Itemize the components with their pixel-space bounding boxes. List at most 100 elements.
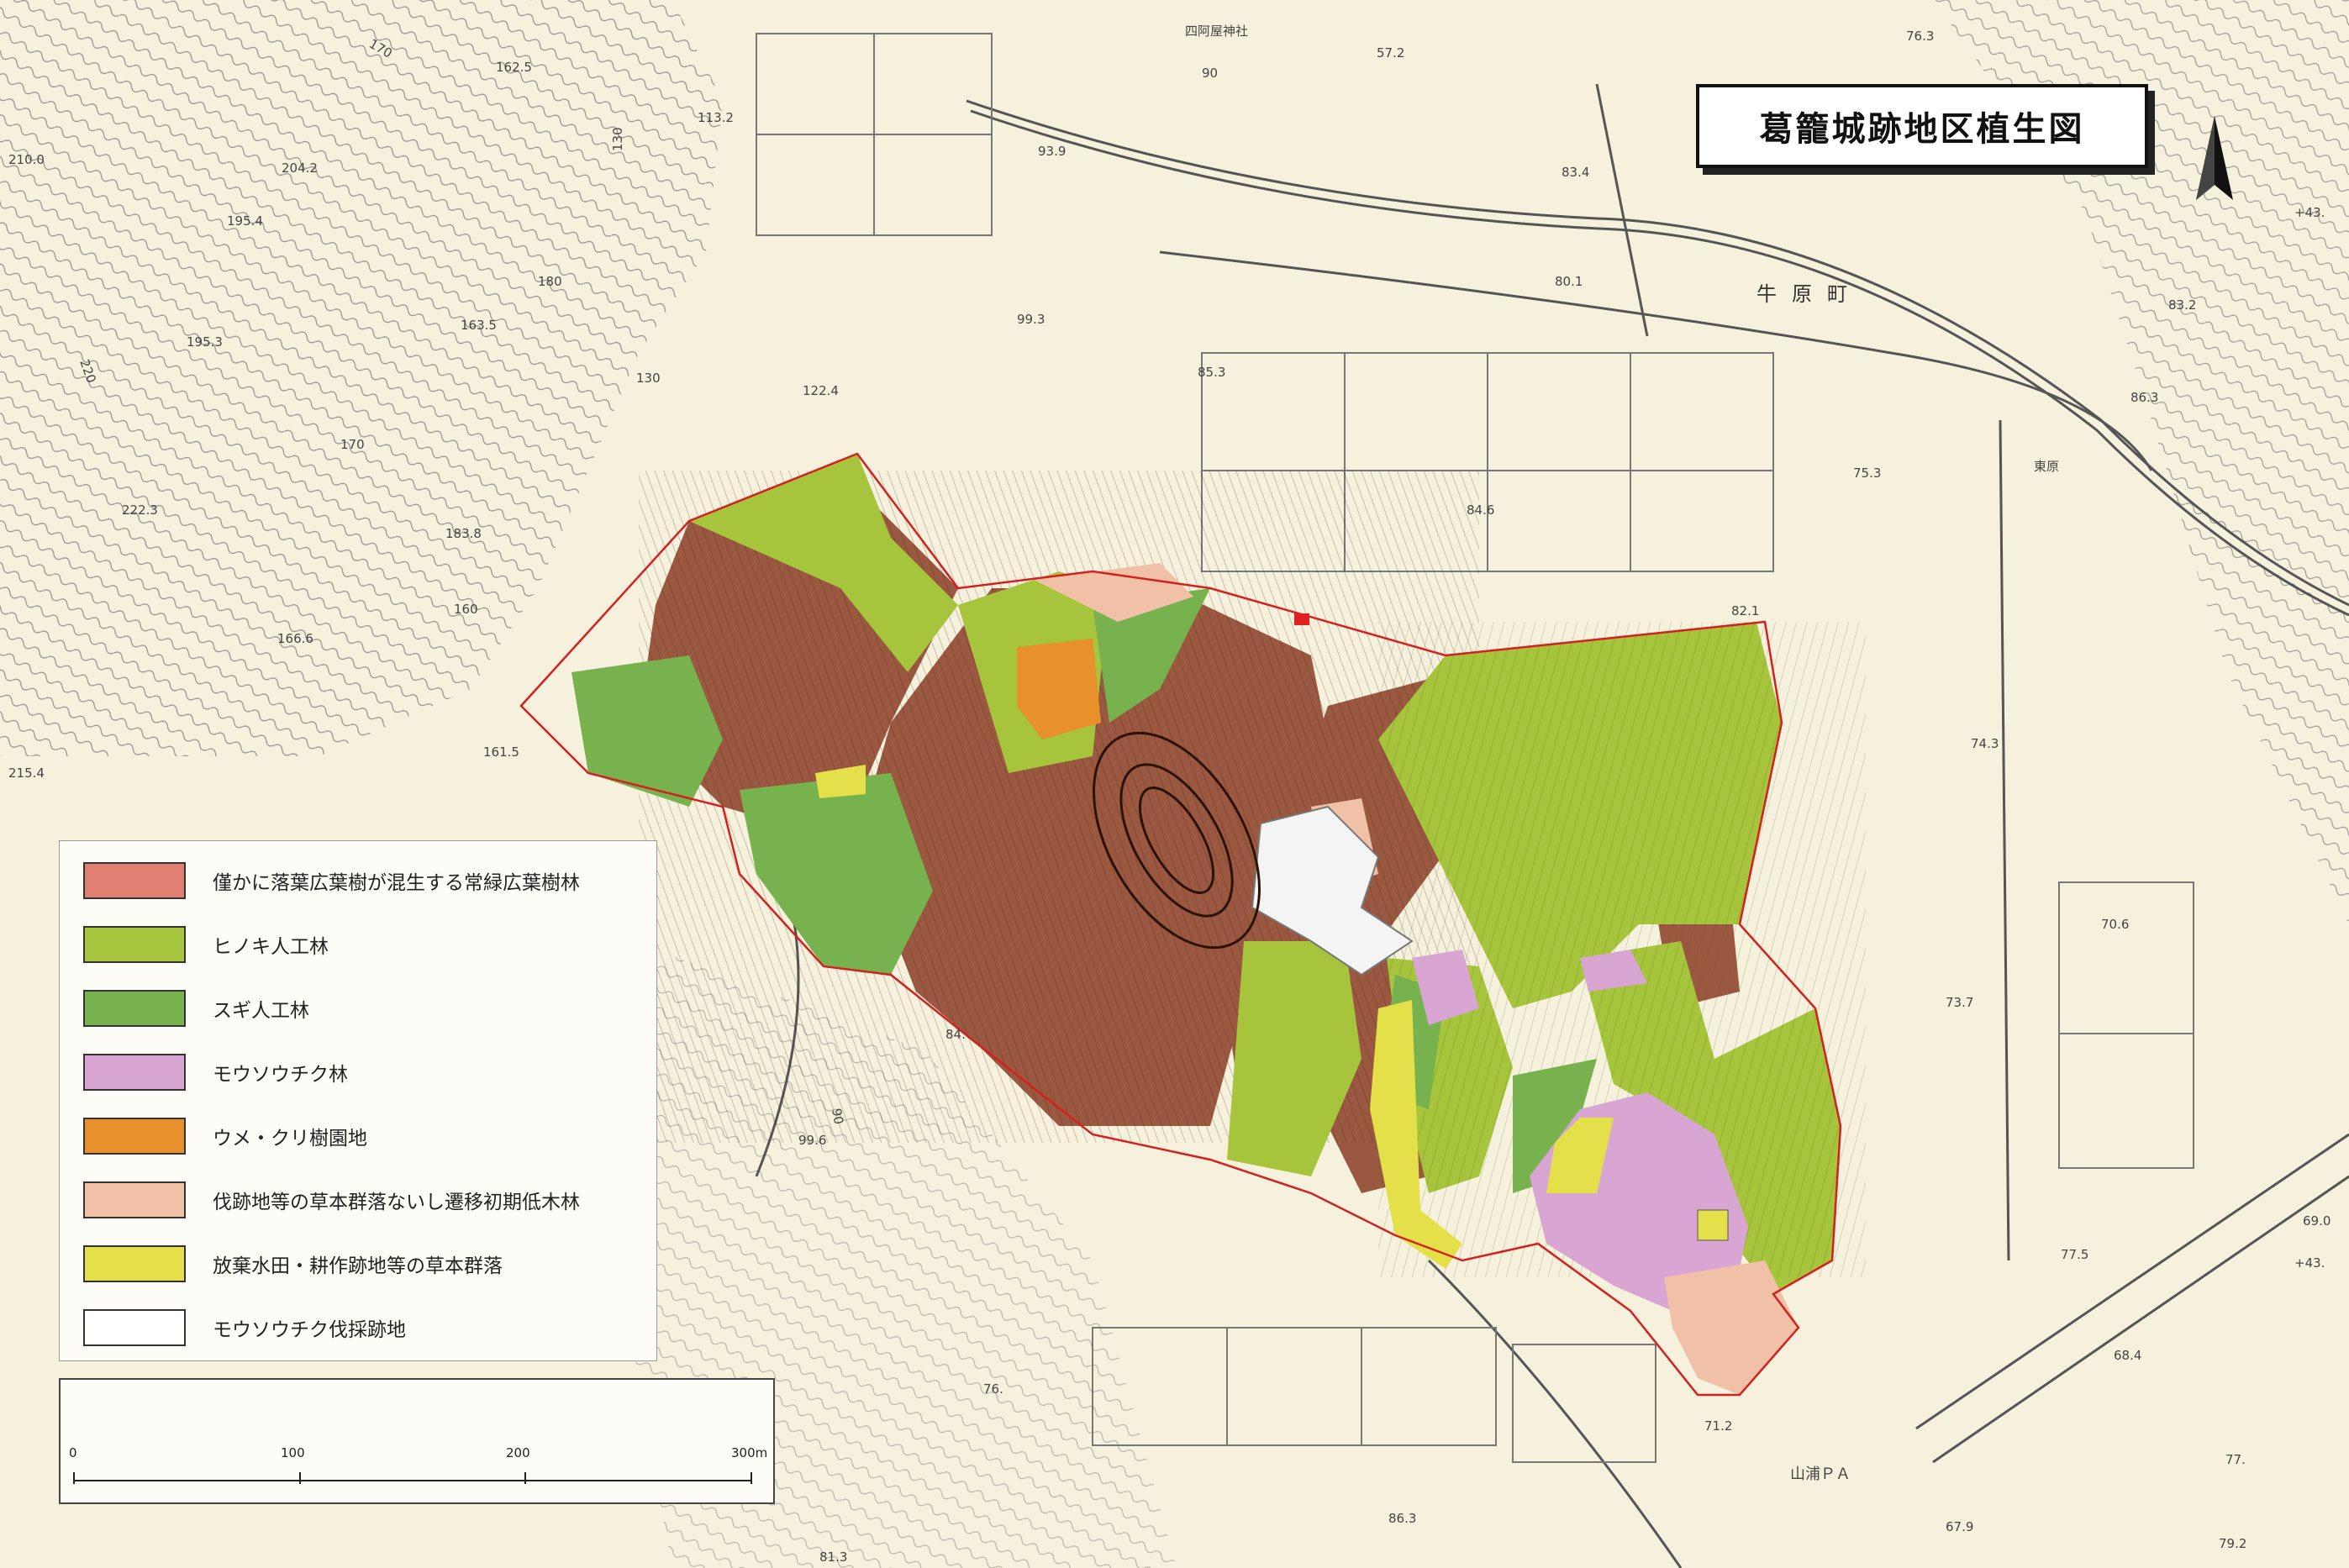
label-area: 東原 bbox=[2034, 459, 2059, 474]
map-labels: 四阿屋神社 牛原町 山浦ＰＡ 東原 210.0 204.2 195.4 162.… bbox=[8, 24, 2331, 1565]
scale-ruler bbox=[73, 1472, 752, 1484]
elev-36: 99.6 bbox=[798, 1133, 826, 1148]
legend-label: モウソウチク伐採跡地 bbox=[213, 1319, 406, 1341]
elev-23: 74.3 bbox=[1971, 736, 1999, 751]
elev-11: 85.3 bbox=[1198, 365, 1225, 380]
zone-bamboo-small bbox=[1412, 950, 1479, 1025]
legend-item-bamboo: モウソウチク林 bbox=[83, 1051, 348, 1093]
label-parking: 山浦ＰＡ bbox=[1790, 1465, 1851, 1483]
elev-16: 183.8 bbox=[445, 526, 482, 541]
legend-item-sugi: スギ人工林 bbox=[83, 987, 309, 1029]
elev-2: 195.4 bbox=[227, 213, 263, 229]
map-title: 葛籠城跡地区植生図 bbox=[1759, 110, 2085, 149]
elev-18: 161.5 bbox=[483, 745, 519, 760]
elev-14: 195.3 bbox=[187, 334, 223, 350]
mountain-contours-east bbox=[1933, 0, 2349, 924]
scale-label-100: 100 bbox=[281, 1445, 305, 1460]
zone-sugi-north bbox=[1093, 588, 1210, 723]
legend-label: ヒノキ人工林 bbox=[213, 936, 329, 958]
elev-38: 83.2 bbox=[2168, 297, 2196, 313]
survey-boundary bbox=[519, 452, 1842, 1397]
legend-label: 放棄水田・耕作跡地等の草本群落 bbox=[213, 1255, 503, 1277]
scale-label-300: 300m bbox=[731, 1445, 768, 1460]
elev-21: 82.1 bbox=[1731, 603, 1759, 618]
elev-4: 113.2 bbox=[698, 110, 734, 125]
legend-swatch bbox=[83, 862, 186, 899]
elev-30: 67.9 bbox=[1946, 1519, 1973, 1534]
zone-sugi-sw bbox=[740, 773, 933, 975]
contour-5: 160 bbox=[454, 602, 478, 617]
legend-swatch bbox=[83, 990, 186, 1027]
zone-fallow-strip bbox=[1370, 1000, 1462, 1269]
castle-ring-contours bbox=[1093, 731, 1261, 950]
legend-swatch bbox=[83, 1309, 186, 1346]
contour-8: 90 bbox=[829, 1108, 846, 1126]
legend-label: 僅かに落葉広葉樹が混生する常緑広葉樹林 bbox=[213, 872, 580, 894]
legend-item-hinoki: ヒノキ人工林 bbox=[83, 923, 329, 966]
elev-34: 81.3 bbox=[819, 1550, 847, 1565]
legend-item-evergreen: 僅かに落葉広葉樹が混生する常緑広葉樹林 bbox=[83, 860, 580, 902]
contour-10: +43. bbox=[2294, 1255, 2325, 1271]
legend-label: ウメ・クリ樹園地 bbox=[213, 1128, 367, 1150]
elev-7: 76.3 bbox=[1906, 29, 1934, 44]
zone-sugi-south bbox=[1513, 1059, 1597, 1193]
zone-hinoki-nw bbox=[689, 454, 958, 672]
scale-label-200: 200 bbox=[506, 1445, 530, 1460]
zone-hinoki-center bbox=[1227, 941, 1361, 1176]
contour-4: 130 bbox=[610, 127, 625, 151]
legend-swatch bbox=[83, 1054, 186, 1091]
zone-fallow-small bbox=[815, 765, 866, 798]
elev-39: 86.3 bbox=[2130, 390, 2158, 405]
elev-20: 84.6 bbox=[1467, 502, 1494, 518]
elev-5: 93.9 bbox=[1038, 144, 1066, 159]
legend-label: 伐跡地等の草本群落ないし遷移初期低木林 bbox=[213, 1192, 580, 1213]
contour-1: 130 bbox=[636, 371, 661, 386]
zone-fallow-square bbox=[1697, 1209, 1729, 1241]
elev-28: 68.4 bbox=[2114, 1348, 2141, 1363]
elev-17: 166.6 bbox=[277, 631, 313, 646]
contour-7: 180 bbox=[538, 274, 562, 289]
elev-1: 204.2 bbox=[282, 160, 318, 176]
legend-swatch bbox=[83, 926, 186, 963]
elev-8: 83.4 bbox=[1562, 165, 1589, 180]
mountain-contours bbox=[0, 0, 723, 756]
elev-35: 76. bbox=[983, 1381, 1003, 1397]
elev-33: 86.3 bbox=[1388, 1511, 1416, 1526]
contour-3: 170 bbox=[340, 437, 365, 452]
zone-herbaceous-n bbox=[1034, 563, 1193, 622]
label-shrine: 四阿屋神社 bbox=[1185, 24, 1248, 39]
zone-fallow-ring bbox=[1546, 1118, 1614, 1193]
elev-6: 57.2 bbox=[1377, 45, 1404, 61]
elev-27: 77.5 bbox=[2061, 1247, 2088, 1262]
elev-32: 77. bbox=[2225, 1452, 2246, 1467]
scale-label-0: 0 bbox=[69, 1445, 77, 1460]
legend-item-herbaceous: 伐跡地等の草本群落ないし遷移初期低木林 bbox=[83, 1179, 580, 1221]
elev-9: 80.1 bbox=[1555, 274, 1583, 289]
zone-orchard bbox=[1017, 639, 1101, 739]
legend: 僅かに落葉広葉樹が混生する常緑広葉樹林 ヒノキ人工林 スギ人工林 モウソウチク林… bbox=[59, 840, 657, 1361]
elev-22: 75.3 bbox=[1853, 466, 1881, 481]
vegetation-zones bbox=[519, 452, 1866, 1397]
scale-bar: 0 100 200 300m bbox=[59, 1378, 775, 1504]
elev-31: 79.2 bbox=[2219, 1536, 2246, 1551]
legend-item-bamboo-cut: モウソウチク伐採跡地 bbox=[83, 1307, 406, 1349]
elev-25: 73.7 bbox=[1946, 995, 1973, 1010]
legend-item-fallow: 放棄水田・耕作跡地等の草本群落 bbox=[83, 1243, 503, 1285]
zone-sugi-west bbox=[571, 655, 723, 807]
red-marker bbox=[1294, 613, 1309, 625]
zone-bamboo-cut bbox=[1251, 805, 1414, 976]
legend-label: スギ人工林 bbox=[213, 1000, 309, 1022]
legend-swatch bbox=[83, 1245, 186, 1282]
elev-3: 162.5 bbox=[496, 60, 532, 75]
legend-swatch bbox=[83, 1118, 186, 1155]
legend-item-orchard: ウメ・クリ樹園地 bbox=[83, 1115, 367, 1157]
elev-26: 69.0 bbox=[2303, 1213, 2331, 1229]
elev-29: 71.2 bbox=[1704, 1418, 1732, 1434]
zone-herbaceous-se bbox=[1664, 1260, 1799, 1395]
map-title-box: 葛籠城跡地区植生図 bbox=[1696, 84, 2148, 168]
elev-15: 222.3 bbox=[122, 502, 158, 518]
zone-bamboo-n bbox=[1580, 950, 1647, 992]
elev-24: 70.6 bbox=[2101, 917, 2129, 932]
legend-swatch bbox=[83, 1181, 186, 1218]
contour-2: 90 bbox=[1202, 66, 1218, 81]
